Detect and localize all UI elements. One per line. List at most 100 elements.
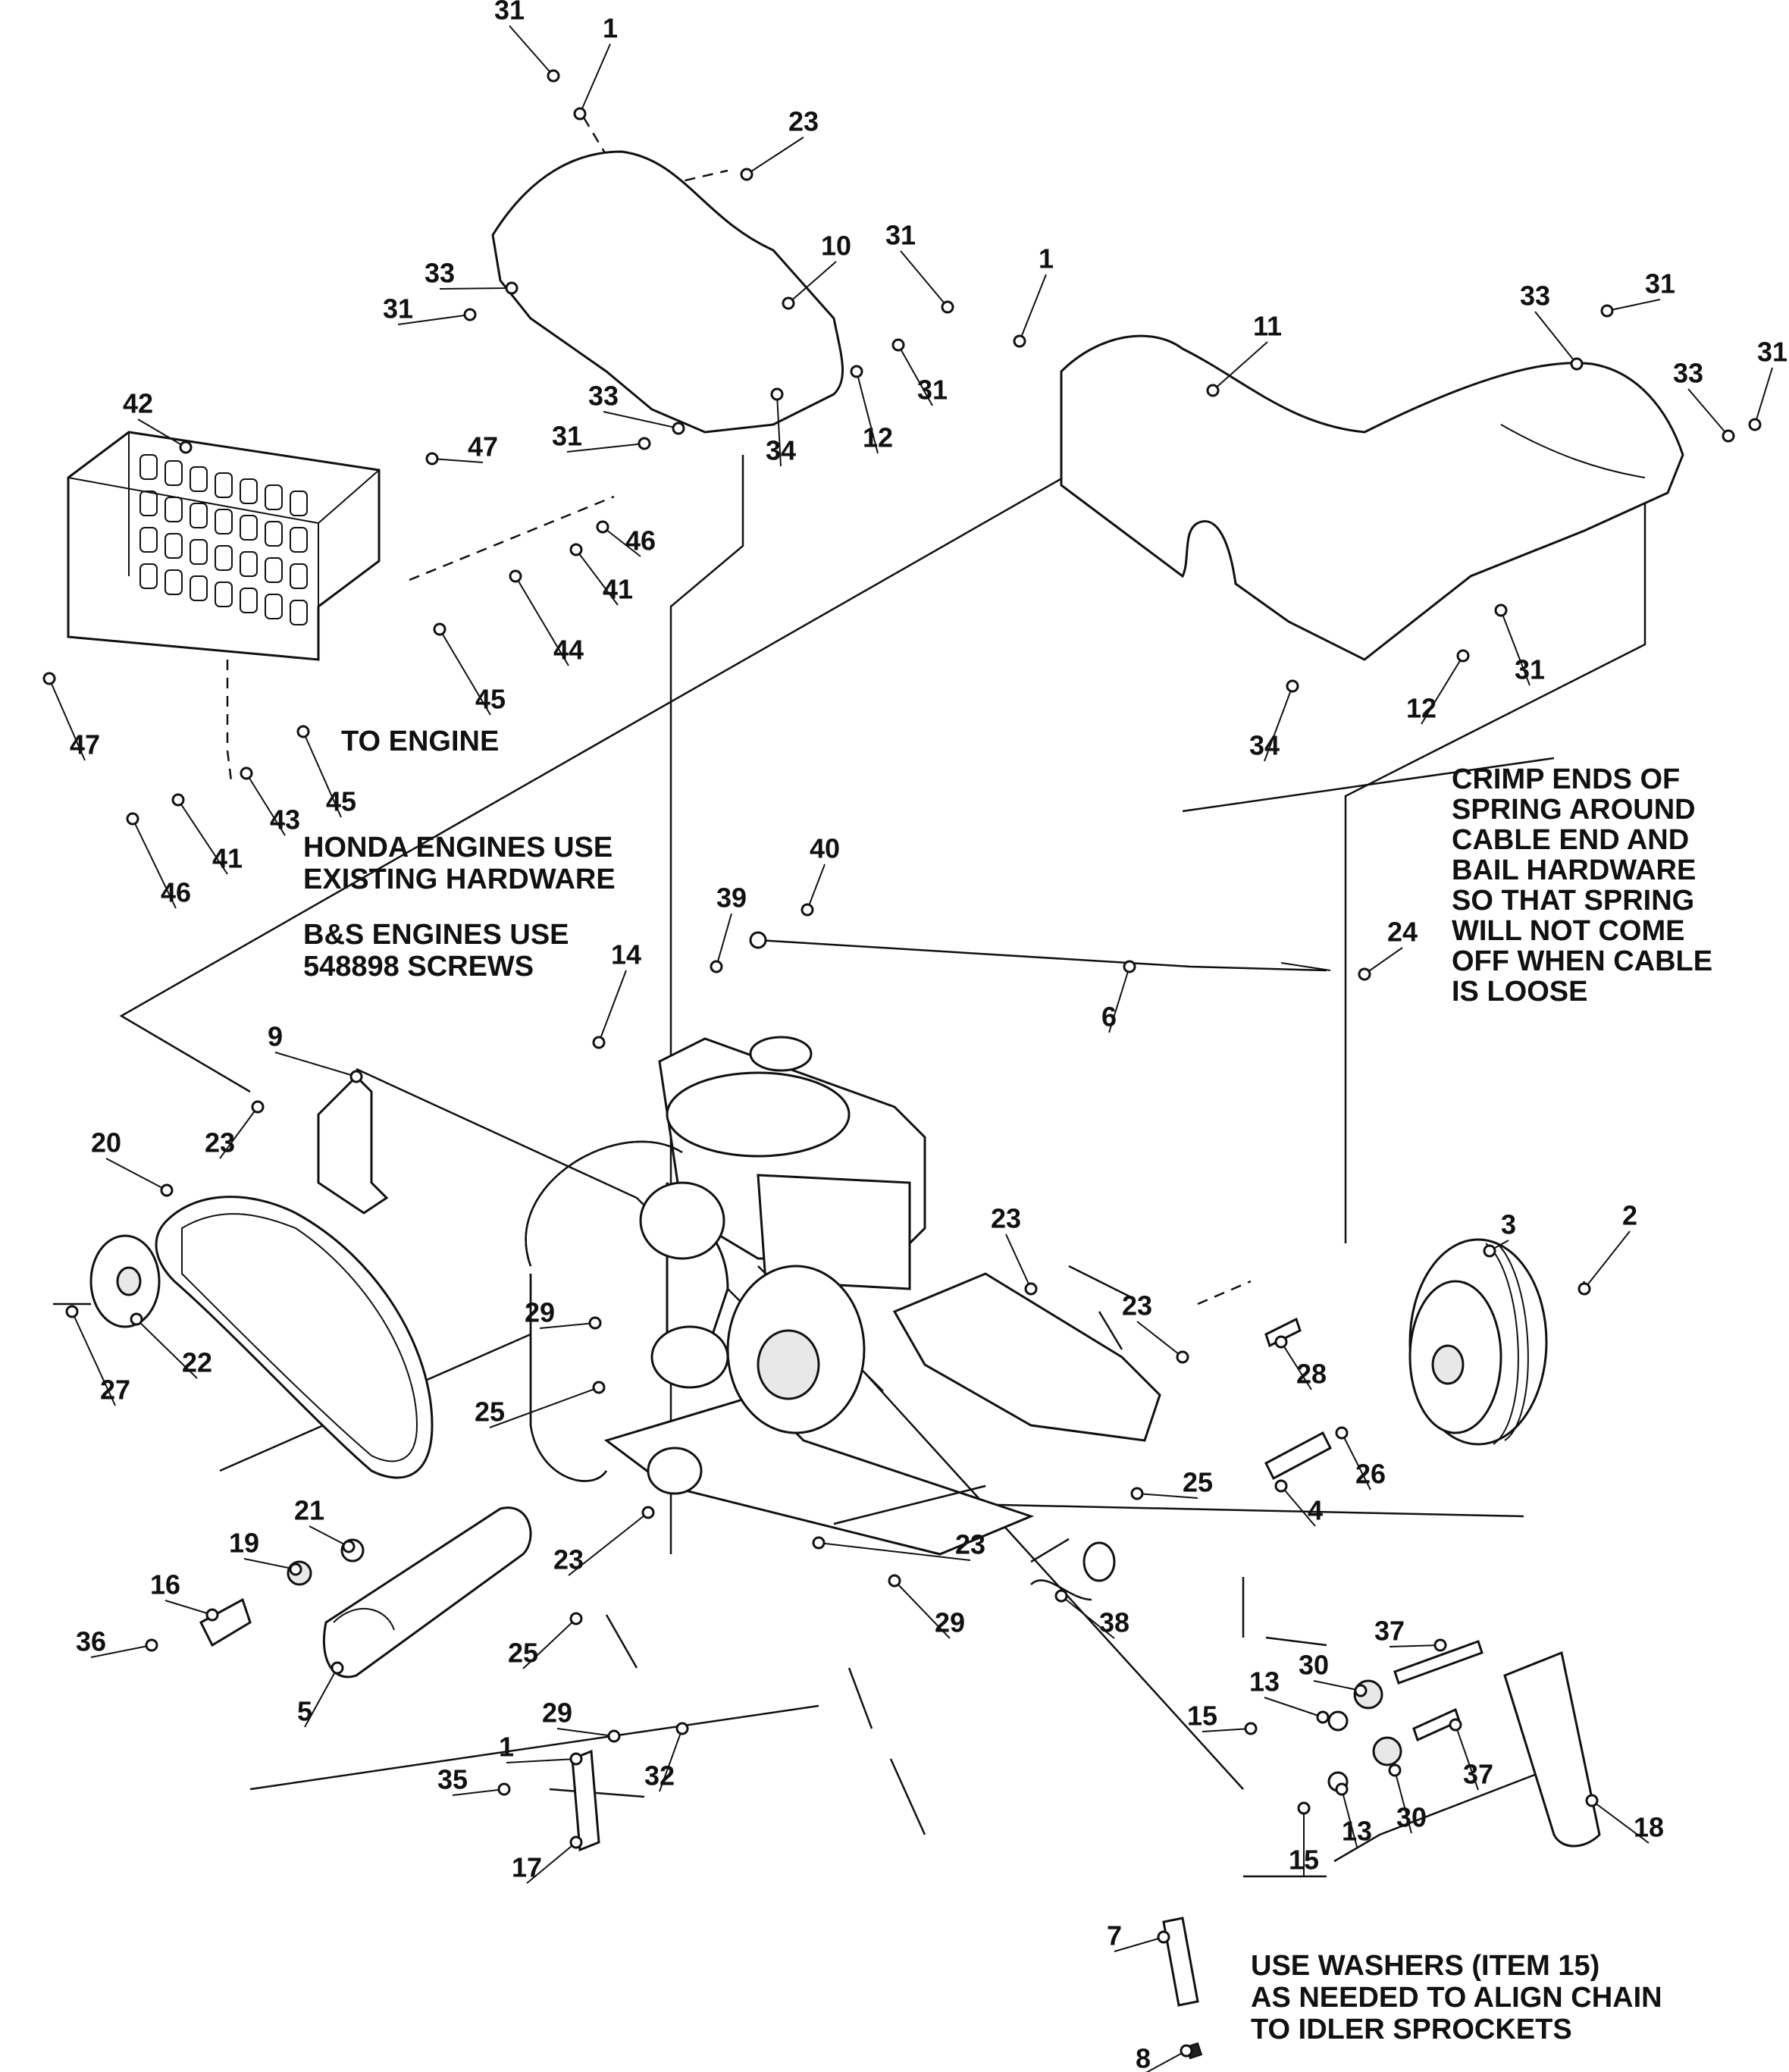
leader-line-c22 — [136, 1318, 198, 1379]
fastener-c5 — [331, 1661, 344, 1675]
basket-cell — [164, 533, 183, 559]
leader-line-c1a — [579, 43, 611, 114]
leader-line-c30a — [1313, 1680, 1361, 1691]
callout-c6: 6 — [1101, 1002, 1117, 1033]
callout-c32: 32 — [644, 1760, 675, 1791]
fastener-c14 — [592, 1036, 606, 1049]
callout-c47a: 47 — [468, 431, 498, 462]
fastener-c9 — [349, 1070, 363, 1083]
basket-cell — [164, 569, 183, 595]
fastener-c13a — [1316, 1710, 1330, 1724]
fastener-c46a — [596, 520, 609, 534]
note-honda: HONDA ENGINES USE EXISTING HARDWARE — [303, 832, 621, 895]
fastener-c30b — [1388, 1763, 1402, 1777]
callout-c13b: 13 — [1342, 1816, 1372, 1847]
callout-c16: 16 — [150, 1569, 180, 1600]
callout-c13a: 13 — [1249, 1666, 1280, 1697]
leader-line-c34b — [1264, 685, 1293, 762]
basket-cell — [215, 581, 233, 607]
basket-cell — [215, 472, 233, 498]
fastener-c39 — [710, 960, 723, 973]
fastener-c34b — [1286, 679, 1299, 693]
callout-c23d: 23 — [1122, 1290, 1152, 1321]
fastener-c47b — [42, 672, 56, 685]
leader-line-c17 — [526, 1842, 577, 1884]
callout-c31c: 31 — [885, 220, 916, 251]
callout-c23f: 23 — [955, 1529, 985, 1560]
notes: TO ENGINE HONDA ENGINES USE EXISTING HAR… — [303, 726, 1712, 2045]
fastener-c18 — [1585, 1794, 1599, 1807]
callout-c47b: 47 — [70, 729, 100, 760]
callout-c1b: 1 — [1039, 243, 1054, 274]
fastener-c37b — [1449, 1718, 1462, 1732]
fastener-c12a — [850, 365, 863, 378]
leader-line-c18 — [1591, 1800, 1650, 1844]
callout-c21: 21 — [294, 1495, 324, 1526]
note-to-engine: TO ENGINE — [341, 726, 499, 757]
leader-line-c23e — [568, 1512, 649, 1576]
callout-c33b: 33 — [1520, 281, 1550, 312]
leader-line-c4 — [1280, 1485, 1316, 1527]
basket-grid — [139, 454, 308, 625]
fastener-c28 — [1274, 1335, 1288, 1349]
callout-c23e: 23 — [553, 1544, 584, 1575]
callout-c15a: 15 — [1187, 1701, 1217, 1732]
callout-c11: 11 — [1253, 311, 1282, 342]
basket-cell — [265, 484, 283, 510]
fastener-c22 — [130, 1312, 143, 1326]
callout-c36: 36 — [76, 1626, 106, 1657]
fastener-c21 — [342, 1540, 356, 1553]
fastener-c31g — [891, 338, 905, 352]
fastener-c23e — [641, 1506, 655, 1519]
fastener-c4 — [1274, 1479, 1288, 1493]
fastener-c31h — [1494, 603, 1508, 617]
callout-c33d: 33 — [588, 381, 619, 412]
fastener-c45b — [296, 725, 310, 738]
callout-c41b: 41 — [212, 843, 243, 874]
callout-c46b: 46 — [161, 877, 191, 908]
callout-c31d: 31 — [1645, 268, 1675, 299]
leader-line-c25b — [1136, 1493, 1198, 1499]
basket-cell — [265, 594, 283, 619]
basket-cell — [190, 539, 208, 565]
fastener-c27 — [65, 1305, 79, 1318]
leader-line-c6 — [1108, 966, 1130, 1033]
part-18-shield — [1503, 1650, 1601, 1848]
part-16-bracket — [199, 1597, 252, 1647]
fastener-c23b — [251, 1100, 265, 1114]
leader-line-c47a — [431, 458, 484, 463]
fastener-c33d — [672, 422, 685, 435]
fastener-c31f — [638, 437, 651, 450]
part-30-sprocket-b — [1372, 1736, 1402, 1766]
callout-c23c: 23 — [991, 1203, 1021, 1234]
callout-c33a: 33 — [425, 258, 455, 289]
basket-cell — [139, 491, 158, 516]
leader-line-c37a — [1389, 1644, 1441, 1647]
callout-c43: 43 — [270, 804, 300, 835]
fastener-c2 — [1578, 1282, 1591, 1296]
callout-c31g: 31 — [917, 375, 948, 406]
basket-cell — [240, 478, 258, 504]
callout-c17: 17 — [512, 1852, 542, 1883]
basket-cell — [265, 521, 283, 547]
leader-line-c33a — [439, 287, 512, 290]
leader-line-c33b — [1534, 311, 1578, 365]
fastener-c26 — [1335, 1426, 1349, 1440]
basket-cell — [240, 588, 258, 613]
callout-c4: 4 — [1308, 1495, 1323, 1526]
leader-line-c28 — [1280, 1341, 1312, 1390]
fastener-c41b — [171, 793, 185, 807]
part-6-cable — [757, 939, 1327, 972]
leader-line-c23c — [1005, 1233, 1032, 1290]
leader-line-c32 — [659, 1728, 683, 1792]
fastener-c34a — [770, 387, 784, 401]
frame — [525, 1140, 1161, 1556]
leader-line-c31a — [509, 25, 554, 77]
leader-line-c21 — [309, 1525, 349, 1547]
callout-c12b: 12 — [1406, 693, 1437, 724]
callout-c25b: 25 — [1183, 1467, 1213, 1498]
part-28-bolt — [1264, 1317, 1302, 1348]
callout-c1a: 1 — [603, 13, 618, 44]
basket-cell — [190, 503, 208, 528]
fastener-c25b — [1130, 1487, 1144, 1500]
